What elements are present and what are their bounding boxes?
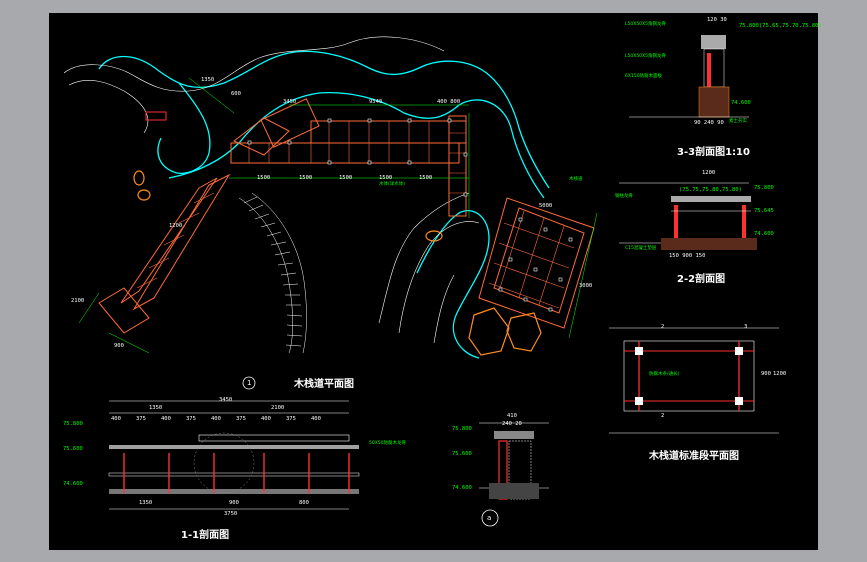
s11-400-5: 375	[236, 416, 246, 422]
terrain-contours	[63, 36, 480, 344]
s22-d1200: 1200	[702, 170, 716, 176]
s11-400-4: 400	[211, 416, 221, 422]
s11-400-1: 375	[136, 416, 146, 422]
section-a-drawing	[489, 431, 539, 500]
s33-el-bot: 74.600	[731, 100, 751, 106]
note-b: L50X50X5角钢龙骨	[625, 54, 666, 59]
plan-title: 木栈道平面图	[294, 379, 354, 390]
sa-410: 410	[507, 413, 517, 419]
dim-2100: 2100	[71, 298, 85, 304]
rocks	[133, 170, 542, 356]
s22-el-bot: 74.600	[754, 231, 774, 237]
s11-el-mid: 75.600	[63, 446, 83, 452]
dim-1500b: 1500	[299, 175, 313, 181]
dim-1500e: 1500	[419, 175, 433, 181]
sp-d900: 900	[761, 371, 771, 377]
s11-el-top: 75.800	[63, 421, 83, 427]
s11-2100: 2100	[271, 405, 285, 411]
detail-circle	[481, 509, 499, 527]
north-mark: 1	[247, 379, 252, 387]
s11-1350: 1350	[149, 405, 163, 411]
s11-3450: 3450	[219, 397, 233, 403]
note-e: 钢柱龙骨	[615, 194, 633, 199]
sp-d1200: 1200	[773, 371, 787, 377]
section-11-drawing	[108, 432, 360, 494]
dim-9540: 9540	[369, 99, 383, 105]
sa-el-top: 75.800	[452, 426, 472, 432]
dim-5000: 5000	[539, 203, 553, 209]
deck-posts	[247, 118, 573, 312]
s22-el-top2: (75.75,75.80,75.80)	[679, 187, 742, 193]
s11-b900: 900	[229, 500, 239, 506]
boardwalk-plan	[98, 98, 595, 334]
s11-400-8: 400	[311, 416, 321, 422]
note-h: 50X50防腐木龙骨	[369, 441, 407, 446]
sp-mark3: 3	[744, 324, 748, 330]
s22-b: 150 900 150	[669, 253, 706, 259]
drawing-svg	[63, 35, 779, 527]
section-33-title: 3-3剖面图1:10	[677, 147, 750, 158]
sa-el-bot: 74.600	[452, 485, 472, 491]
dim-1500a: 1500	[257, 175, 271, 181]
s22-el-top: 75.800	[754, 185, 774, 191]
s22-el-side: 75.645	[754, 208, 774, 214]
detail-mark: a	[487, 514, 492, 522]
s33-el-top: 75.800(75.65,75.70,75.80)	[739, 23, 822, 29]
stone-arc	[238, 192, 307, 354]
s33-b: 90 240 90	[694, 120, 724, 126]
s11-b1350: 1350	[139, 500, 153, 506]
sp-mark2b: 2	[661, 413, 665, 419]
dim-3000: 3000	[579, 283, 593, 289]
note-a: L50X50X5角钢龙骨	[625, 22, 666, 27]
note-g: 防腐木条(通长)	[649, 372, 680, 377]
sa-el-mid: 75.600	[452, 451, 472, 457]
std-plan-title: 木栈道标准段平面图	[649, 451, 739, 462]
dim-900: 900	[114, 343, 124, 349]
dim-1200: 1200	[169, 223, 183, 229]
section-22-title: 2-2剖面图	[677, 274, 726, 285]
dim-400: 400 800	[437, 99, 461, 105]
dim-1500c: 1500	[339, 175, 353, 181]
note-d: 素土夯实	[729, 119, 747, 124]
s11-b3750: 3750	[224, 511, 238, 517]
section-22-drawing	[661, 196, 757, 250]
note-f: C15混凝土垫层	[625, 246, 657, 251]
sa-sub: 240 20	[502, 421, 522, 427]
note-c: 6X150防腐木面板	[625, 74, 663, 79]
s11-400-7: 375	[286, 416, 296, 422]
s11-el-bot: 74.600	[63, 481, 83, 487]
dim-1500d: 1500	[379, 175, 393, 181]
section-11-title: 1-1剖面图	[181, 530, 230, 541]
s11-400-2: 400	[161, 416, 171, 422]
section-33-drawing	[629, 35, 749, 118]
s11-400-0: 400	[111, 416, 121, 422]
sp-mark2a: 2	[661, 324, 665, 330]
s11-b800: 800	[299, 500, 309, 506]
s11-400-6: 400	[261, 416, 271, 422]
dim-1350: 1350	[201, 77, 215, 83]
north-circle	[242, 376, 256, 390]
s11-400-3: 375	[186, 416, 196, 422]
dim-600: 600	[231, 91, 241, 97]
drawing-sheet: 木栈道平面图 1-1剖面图 2-2剖面图 3-3剖面图1:10 木栈道标准段平面…	[49, 13, 822, 550]
boardwalk-joists	[136, 121, 575, 309]
s33-d120: 120 30	[707, 17, 727, 23]
note-i: 木栈道	[569, 177, 583, 182]
dim-3450: 3450	[283, 99, 297, 105]
note-j: 水体(详水体)	[379, 182, 406, 187]
std-plan-drawing	[623, 340, 755, 412]
bench	[145, 111, 167, 121]
plan-dimensions	[78, 77, 598, 354]
